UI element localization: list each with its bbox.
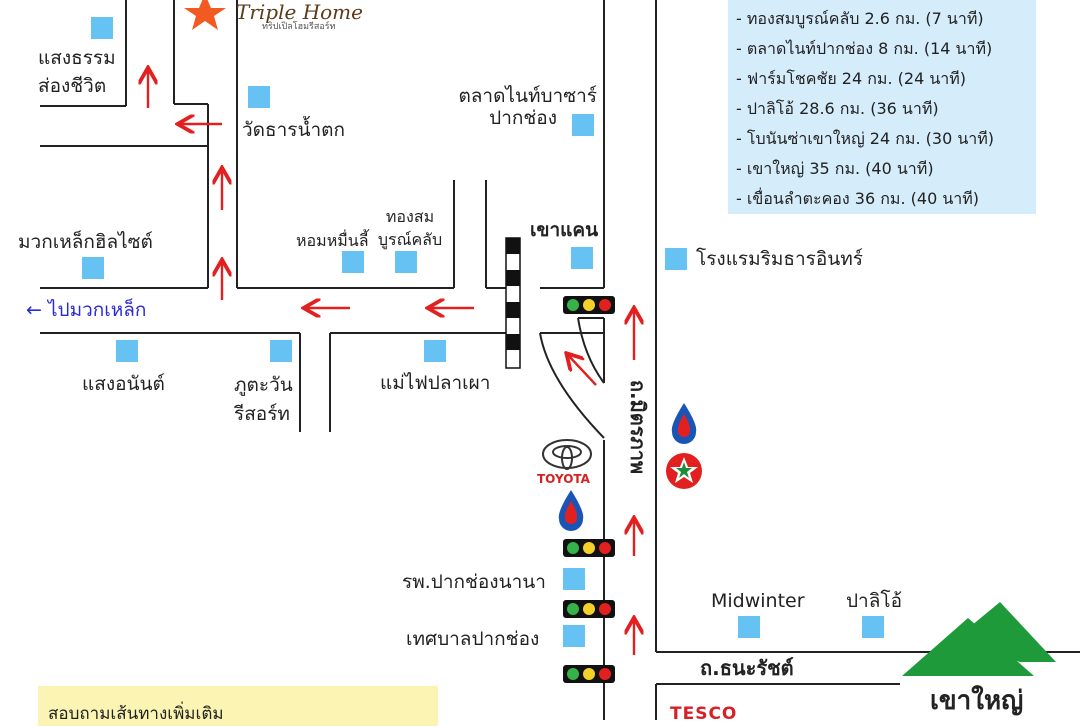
label-mae-fai: แม่ไฟปลาเผา <box>380 372 491 394</box>
distance-item: เขาใหญ่ 35 กม. (40 นาที) <box>736 154 1036 184</box>
logo-name: Triple Home <box>236 0 363 24</box>
contact-box: สอบถามเส้นทางเพิ่มเติม <box>38 686 438 726</box>
distance-item: ทองสมบูรณ์คลับ 2.6 กม. (7 นาที) <box>736 4 1036 34</box>
ptt-fuel-icon <box>558 490 584 531</box>
direction-arrows <box>148 70 634 655</box>
label-hospital: รพ.ปากช่องนานา <box>402 571 546 593</box>
label-mittraphap-road: ถ.มิตรภาพ <box>618 368 658 478</box>
label-thanarat-road: ถ.ธนะรัชต์ <box>700 656 794 680</box>
distance-item: ฟาร์มโชคชัย 24 กม. (24 นาที) <box>736 64 1036 94</box>
traffic-light-icon <box>563 665 615 683</box>
marker-night-bazaar <box>572 114 594 136</box>
label-phu-tawan-1: ภูตะวัน <box>234 374 293 396</box>
label-riverside-hotel: โรงแรมริมธารอินทร์ <box>696 248 863 270</box>
label-khao-yai: เขาใหญ่ <box>930 686 1024 716</box>
marker-mawklek-hillside <box>82 257 104 279</box>
label-midwinter: Midwinter <box>711 590 805 612</box>
caltex-icon <box>666 453 702 489</box>
marker-wat <box>248 86 270 108</box>
marker-midwinter <box>738 616 760 638</box>
traffic-light-icon <box>563 296 615 314</box>
marker-khao-khan <box>571 247 593 269</box>
railway-crossing-icon <box>505 237 521 369</box>
label-phu-tawan-2: รีสอร์ท <box>234 403 290 425</box>
traffic-light-icon <box>563 539 615 557</box>
contact-text: สอบถามเส้นทางเพิ่มเติม <box>48 704 224 724</box>
label-mawklek-hillside: มวกเหล็กฮิลไซต์ <box>18 231 153 253</box>
label-night-bazaar-2: ปากช่อง <box>489 107 557 129</box>
label-toyota: TOYOTA <box>537 472 590 486</box>
marker-phu-tawan <box>270 340 292 362</box>
distance-item: โบนันซ่าเขาใหญ่ 24 กม. (30 นาที) <box>736 124 1036 154</box>
traffic-light-icon <box>563 600 615 618</box>
ptt-fuel-icon <box>671 403 697 444</box>
label-palio: ปาลิโอ้ <box>846 590 902 612</box>
marker-municipality <box>563 625 585 647</box>
label-saengtham-2: ส่องชีวิต <box>38 75 107 97</box>
marker-thongsom <box>395 251 417 273</box>
distance-item: ตลาดไนท์ปากช่อง 8 กม. (14 นาที) <box>736 34 1036 64</box>
label-thongsom-1: ทองสม <box>385 207 435 226</box>
distance-list-box: ทองสมบูรณ์คลับ 2.6 กม. (7 นาที) ตลาดไนท์… <box>728 0 1036 214</box>
label-wat: วัดธารน้ำตก <box>242 119 345 141</box>
distance-item: เขื่อนลำตะคอง 36 กม. (40 นาที) <box>736 184 1036 214</box>
marker-hom-muen-li <box>342 251 364 273</box>
logo-subtitle: ทริปเปิลโฮมรีสอร์ท <box>262 22 336 32</box>
label-night-bazaar-1: ตลาดไนท์บาซาร์ <box>458 85 597 107</box>
label-tesco: TESCO <box>670 704 738 724</box>
label-thongsom-2: บูรณ์คลับ <box>377 230 443 249</box>
label-to-mawklek: ← ไปมวกเหล็ก <box>26 299 147 321</box>
marker-hospital <box>563 568 585 590</box>
marker-mae-fai <box>424 340 446 362</box>
marker-saengtham <box>91 17 113 39</box>
label-khao-khan: เขาแคน <box>530 219 599 241</box>
label-saeng-anan: แสงอนันต์ <box>82 373 165 395</box>
label-hom-muen-li: หอมหมื่นลี้ <box>296 231 369 250</box>
toyota-logo-icon <box>542 439 592 470</box>
marker-riverside-hotel <box>665 248 687 270</box>
marker-palio <box>862 616 884 638</box>
mittraphap-road-text: ถ.มิตรภาพ <box>626 379 650 475</box>
label-municipality: เทศบาลปากช่อง <box>406 628 540 650</box>
marker-saeng-anan <box>116 340 138 362</box>
star-logo-icon <box>184 0 226 30</box>
mountain-icon <box>902 602 1056 676</box>
label-saengtham-1: แสงธรรม <box>38 47 116 69</box>
distance-item: ปาลิโอ้ 28.6 กม. (36 นาที) <box>736 94 1036 124</box>
